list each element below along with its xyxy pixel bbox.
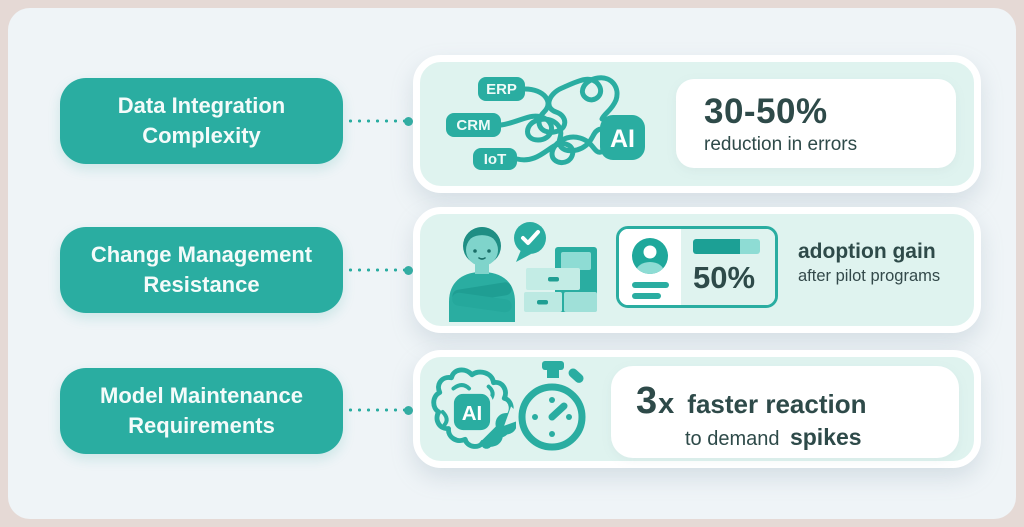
ai-brain-wrench-icon: AI	[431, 367, 516, 449]
stat-caption: reduction in errors	[704, 133, 858, 155]
card-data-integration: ERP CRM IoT AI 30-5	[413, 55, 981, 193]
pill-label-line1: Model Maintenance	[100, 383, 303, 408]
erp-tag-label: ERP	[486, 81, 517, 98]
pill-label-line1: Change Management	[90, 242, 313, 267]
erp-tag: ERP	[478, 77, 525, 101]
avatar-icon	[632, 238, 668, 274]
progress-bar	[693, 239, 760, 254]
id-text-line	[632, 293, 661, 299]
stat-value: 30-50%	[704, 91, 828, 131]
dotted-connector-row3	[346, 405, 413, 415]
pill-label-line2: Complexity	[142, 123, 261, 148]
stat-line1: faster reaction	[687, 389, 867, 419]
wrench-icon	[481, 406, 516, 449]
ai-badge: AI	[600, 115, 645, 160]
progress-fill	[693, 239, 740, 254]
id-card-right-panel: 50%	[681, 229, 775, 305]
adoption-percent: 50%	[693, 260, 756, 295]
pill-change-management-resistance: Change Management Resistance	[60, 227, 343, 313]
stat-title: adoption gain	[798, 240, 936, 263]
ai-badge-label: AI	[610, 125, 635, 153]
crm-tag-label: CRM	[456, 117, 490, 134]
stat-line2-regular: to demand	[685, 428, 780, 450]
id-card-left-panel	[619, 229, 681, 305]
stat-block-adoption: adoption gain after pilot programs	[798, 240, 940, 286]
person-crossed-arms-icon	[449, 227, 515, 322]
dotted-connector-row2	[346, 265, 413, 275]
stat-multiplier: 3	[636, 380, 658, 422]
tangle-lines-icon	[498, 75, 620, 165]
card-change-management: 50% adoption gain after pilot programs	[413, 207, 981, 333]
stat-card-errors: 30-50% reduction in errors	[676, 79, 956, 168]
dotted-connector-row1	[346, 116, 413, 126]
ai-chip-label: AI	[462, 402, 483, 425]
pill-label-line2: Requirements	[128, 413, 275, 438]
adoption-id-card: 50%	[616, 226, 778, 308]
stacked-boxes-icon	[524, 247, 597, 312]
tangled-systems-icon: ERP CRM IoT AI	[446, 75, 645, 170]
pill-data-integration-complexity: Data Integration Complexity	[60, 78, 343, 164]
ai-chip-badge: AI	[450, 390, 494, 433]
stat-caption: after pilot programs	[798, 267, 941, 285]
card-model-maintenance: AI 3 x	[413, 350, 981, 468]
pill-label-line2: Resistance	[143, 272, 260, 297]
id-text-line	[632, 282, 669, 288]
pill-label-line1: Data Integration	[117, 93, 286, 118]
crm-tag: CRM	[446, 113, 501, 137]
iot-tag: IoT	[473, 148, 517, 170]
stopwatch-icon	[518, 361, 586, 451]
stat-line2-bold: spikes	[789, 424, 862, 450]
iot-tag-label: IoT	[484, 151, 507, 168]
stat-card-reaction: 3 x faster reaction to demand spikes	[611, 366, 959, 458]
stat-multiplier-suffix: x	[658, 388, 675, 420]
check-bubble-icon	[514, 222, 546, 262]
pill-model-maintenance-requirements: Model Maintenance Requirements	[60, 368, 343, 454]
infographic-panel: Data Integration Complexity ERP	[8, 8, 1016, 519]
